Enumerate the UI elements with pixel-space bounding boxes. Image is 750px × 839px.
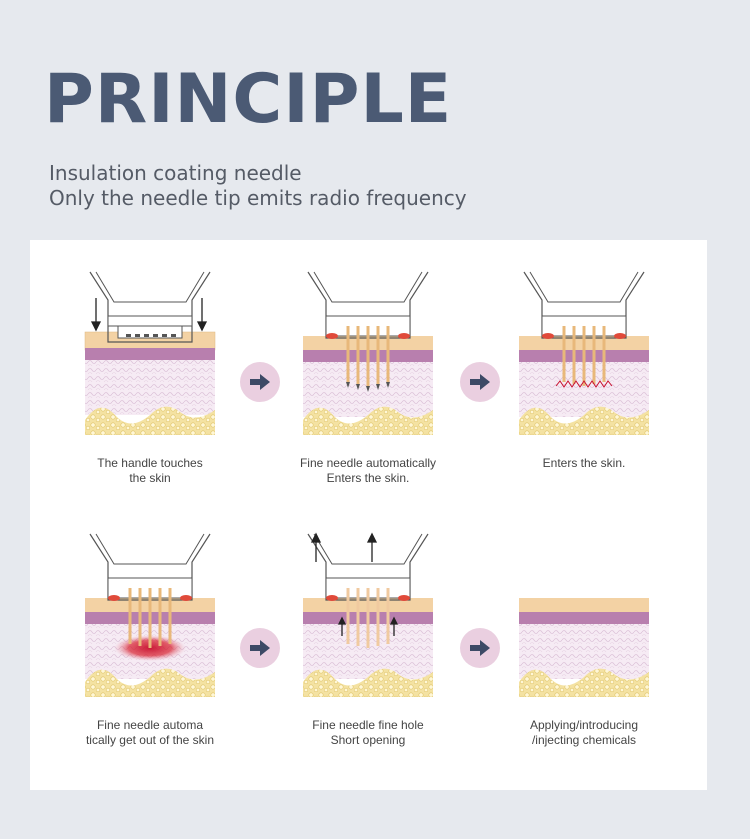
step-3-illustration: [514, 270, 714, 440]
right-arrow-icon: [470, 640, 490, 656]
step-1-illustration: [80, 270, 280, 440]
up-arrow-icon: [310, 532, 399, 636]
step-6-illustration: [514, 532, 714, 702]
step-3-caption: Enters the skin.: [542, 456, 626, 470]
right-arrow-icon: [250, 640, 270, 656]
step-arrow-2: [460, 362, 500, 402]
page-title: PRINCIPLE: [44, 60, 453, 139]
subtitle-line-2: Only the needle tip emits radio frequenc…: [49, 186, 467, 210]
step-arrow-3: [240, 628, 280, 668]
down-arrow-icon: [90, 298, 208, 332]
subtitle-line-1: Insulation coating needle: [49, 161, 302, 185]
step-5-illustration: [298, 532, 498, 702]
step-arrow-4: [460, 628, 500, 668]
step-arrow-1: [240, 362, 280, 402]
step-2-illustration: [298, 270, 498, 440]
step-4-illustration: [80, 532, 280, 702]
right-arrow-icon: [250, 374, 270, 390]
step-6-caption: Applying/introducing/injecting chemicals: [529, 718, 639, 747]
right-arrow-icon: [470, 374, 490, 390]
